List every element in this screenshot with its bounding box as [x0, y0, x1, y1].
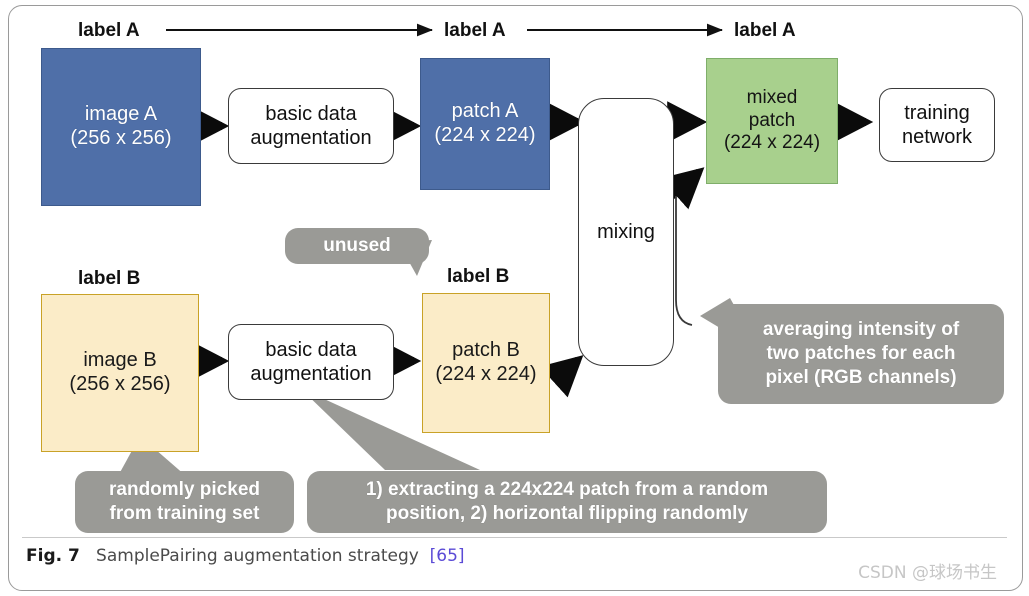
node-basic-data-augmentation-b: basic data augmentation [228, 324, 394, 400]
callout-randomly-picked-line1: randomly picked [109, 478, 260, 500]
node-aug-b-line1: basic data [265, 339, 357, 361]
mixing-to-averaging-connector [675, 196, 693, 326]
node-patch-a-line1: patch A [451, 100, 519, 123]
node-image-b: image B (256 x 256) [41, 294, 199, 452]
callout-averaging-line1: averaging intensity of [762, 318, 960, 340]
label-b-left: label B [78, 268, 141, 289]
extracting-callout-tail [300, 388, 480, 470]
callout-randomly-picked-line2: from training set [109, 503, 260, 524]
callout-extracting: 1) extracting a 224x224 patch from a ran… [307, 471, 827, 533]
arrow-mixing-to-mixed-diag [660, 167, 705, 210]
caption-text: SamplePairing augmentation strategy [96, 546, 419, 566]
figure-caption: Fig. 7 SamplePairing augmentation strate… [26, 546, 465, 566]
node-mixing-label: mixing [597, 221, 655, 243]
caption-divider [22, 537, 1007, 538]
caption-figure-number: Fig. 7 [26, 546, 80, 566]
node-patch-a-line2: (224 x 224) [434, 124, 536, 146]
node-basic-data-augmentation-a: basic data augmentation [228, 88, 394, 164]
node-image-a-line1: image A [84, 103, 158, 126]
node-training-network-line1: training [904, 102, 970, 124]
node-aug-b-line2: augmentation [250, 363, 372, 385]
node-patch-a: patch A (224 x 224) [420, 58, 550, 190]
node-mixed-patch: mixed patch (224 x 224) [706, 58, 838, 184]
node-aug-a-line2: augmentation [250, 127, 372, 149]
callout-randomly-picked: randomly picked from training set [75, 471, 294, 533]
callout-unused-text: unused [323, 234, 391, 256]
node-image-b-line1: image B [83, 349, 157, 372]
node-patch-b-line1: patch B [452, 339, 520, 362]
label-a-right: label A [734, 20, 796, 41]
callout-extracting-line1: 1) extracting a 224x224 patch from a ran… [365, 478, 769, 500]
label-b-mid: label B [447, 266, 510, 287]
node-image-b-line2: (256 x 256) [69, 373, 171, 395]
node-image-a: image A (256 x 256) [41, 48, 201, 206]
node-training-network-line2: network [901, 126, 973, 148]
node-patch-b-line2: (224 x 224) [435, 363, 537, 385]
node-patch-b: patch B (224 x 224) [422, 293, 550, 433]
callout-unused: unused [285, 228, 429, 264]
node-aug-a-line1: basic data [265, 103, 357, 125]
node-mixed-patch-line1: mixed [746, 87, 798, 109]
callout-averaging-line2: two patches for each [766, 342, 956, 364]
label-a-left: label A [78, 20, 140, 41]
watermark: CSDN @球场书生 [858, 563, 997, 583]
callout-averaging-line3: pixel (RGB channels) [765, 367, 957, 389]
callout-averaging: averaging intensity of two patches for e… [718, 304, 1004, 404]
caption-reference[interactable]: [65] [429, 546, 465, 566]
node-mixing: mixing [578, 98, 674, 366]
label-a-mid: label A [444, 20, 506, 41]
node-training-network: training network [879, 88, 995, 162]
callout-extracting-line2: position, 2) horizontal flipping randoml… [385, 503, 749, 524]
arrow-patch-b-to-mixing [539, 355, 584, 398]
node-mixed-patch-line2: patch [748, 109, 796, 131]
node-mixed-patch-line3: (224 x 224) [723, 132, 821, 154]
node-image-a-line2: (256 x 256) [70, 127, 172, 149]
